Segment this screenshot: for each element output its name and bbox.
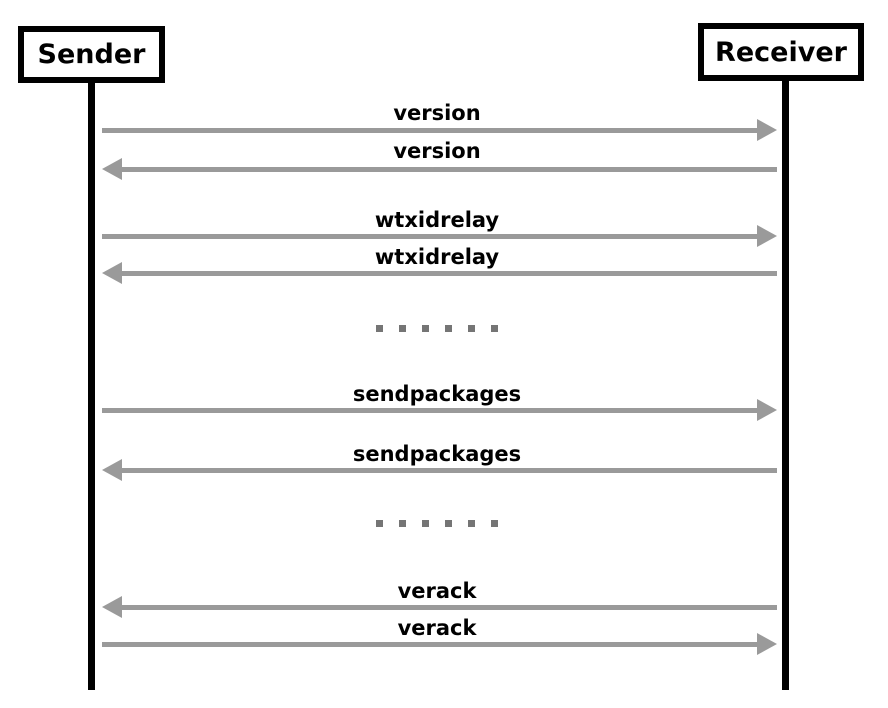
message-line-6: [122, 605, 777, 610]
actor-label-sender: Sender: [37, 39, 146, 70]
message-label-6: verack: [397, 579, 477, 603]
separator-dot: [422, 520, 429, 527]
actor-box-sender[interactable]: Sender: [18, 26, 165, 83]
message-line-2: [102, 234, 765, 239]
message-arrowhead-1: [102, 158, 122, 180]
message-line-3: [122, 271, 777, 276]
message-arrowhead-5: [102, 459, 122, 481]
message-label-0: version: [393, 101, 481, 125]
message-line-5: [122, 468, 777, 473]
message-label-3: wtxidrelay: [374, 245, 500, 269]
separator-dot: [399, 520, 406, 527]
separator-dot: [445, 520, 452, 527]
message-label-2: wtxidrelay: [374, 208, 500, 232]
actor-box-receiver[interactable]: Receiver: [698, 23, 864, 81]
message-arrowhead-2: [757, 225, 777, 247]
lifeline-sender: [88, 83, 95, 690]
separator-dot: [399, 325, 406, 332]
message-label-4: sendpackages: [352, 382, 522, 406]
message-line-4: [102, 408, 765, 413]
separator-dot: [468, 325, 475, 332]
message-arrowhead-3: [102, 262, 122, 284]
separator-dot: [376, 520, 383, 527]
separator-dot: [491, 325, 498, 332]
message-label-1: version: [393, 139, 481, 163]
separator-dot: [491, 520, 498, 527]
message-line-1: [122, 167, 777, 172]
separator-dots-0: [376, 325, 498, 332]
separator-dots-1: [376, 520, 498, 527]
separator-dot: [422, 325, 429, 332]
lifeline-receiver: [782, 81, 789, 690]
separator-dot: [376, 325, 383, 332]
message-arrowhead-6: [102, 596, 122, 618]
actor-label-receiver: Receiver: [715, 36, 847, 68]
message-label-7: verack: [397, 616, 477, 640]
message-line-0: [102, 128, 765, 133]
separator-dot: [445, 325, 452, 332]
message-arrowhead-4: [757, 399, 777, 421]
message-arrowhead-7: [757, 633, 777, 655]
separator-dot: [468, 520, 475, 527]
message-line-7: [102, 642, 765, 647]
message-label-5: sendpackages: [352, 442, 522, 466]
message-arrowhead-0: [757, 119, 777, 141]
